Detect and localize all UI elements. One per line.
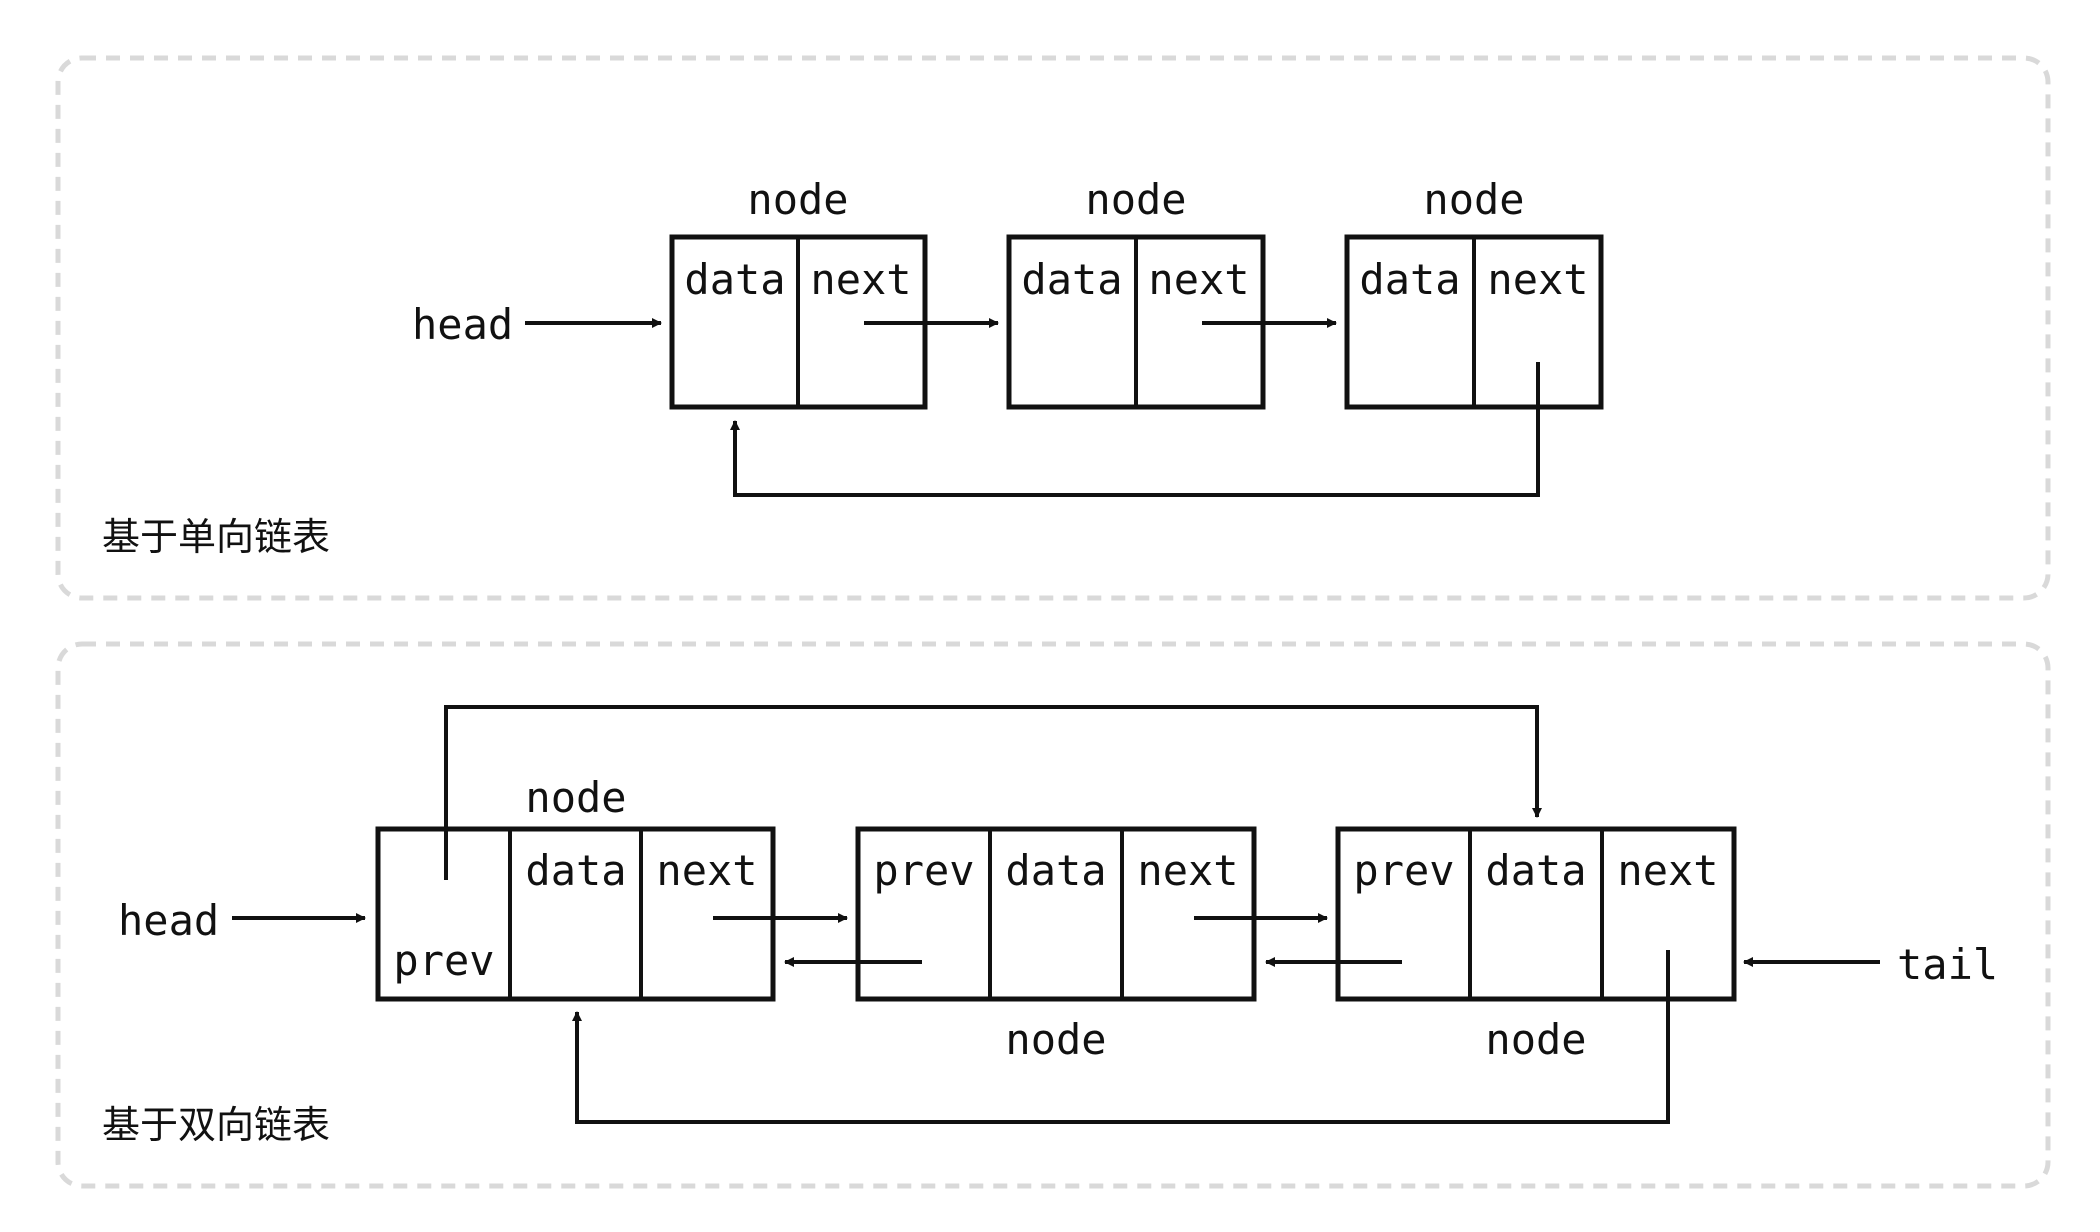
doubly-bottom-loop-arrow — [572, 950, 1670, 1124]
singly-node-2-label: node — [1085, 175, 1186, 224]
singly-node-2-next: next — [1148, 255, 1249, 304]
doubly-node-1-next: next — [656, 846, 757, 895]
doubly-node-1-data: data — [525, 846, 626, 895]
singly-node-3-data: data — [1359, 255, 1460, 304]
singly-loop-arrow — [730, 362, 1540, 497]
doubly-node-2-data: data — [1005, 846, 1106, 895]
doubly-node-3-data: data — [1485, 846, 1586, 895]
doubly-node-2 — [855, 826, 1257, 1002]
doubly-node-1-label: node — [525, 773, 626, 822]
doubly-top-loop-arrow — [444, 705, 1542, 880]
singly-node-1-label: node — [747, 175, 848, 224]
singly-head-label: head — [412, 300, 513, 349]
doubly-caption: 基于双向链表 — [102, 1103, 330, 1147]
doubly-node-1-prev: prev — [393, 936, 494, 985]
doubly-node-3-next: next — [1617, 846, 1718, 895]
doubly-node-2-label: node — [1005, 1015, 1106, 1064]
singly-node-1-data: data — [684, 255, 785, 304]
singly-node-3-next: next — [1487, 255, 1588, 304]
singly-caption: 基于单向链表 — [102, 515, 330, 559]
doubly-panel — [55, 641, 2051, 1189]
doubly-head-label: head — [118, 896, 219, 945]
doubly-node-3-label: node — [1485, 1015, 1586, 1064]
singly-node-1-next: next — [810, 255, 911, 304]
doubly-node-1 — [375, 826, 776, 1002]
doubly-node-3-prev: prev — [1353, 846, 1454, 895]
doubly-node-2-prev: prev — [873, 846, 974, 895]
singly-node-3-label: node — [1423, 175, 1524, 224]
singly-node-2-data: data — [1021, 255, 1122, 304]
singly-panel — [55, 55, 2051, 601]
doubly-node-2-next: next — [1137, 846, 1238, 895]
doubly-tail-label: tail — [1897, 940, 1998, 989]
